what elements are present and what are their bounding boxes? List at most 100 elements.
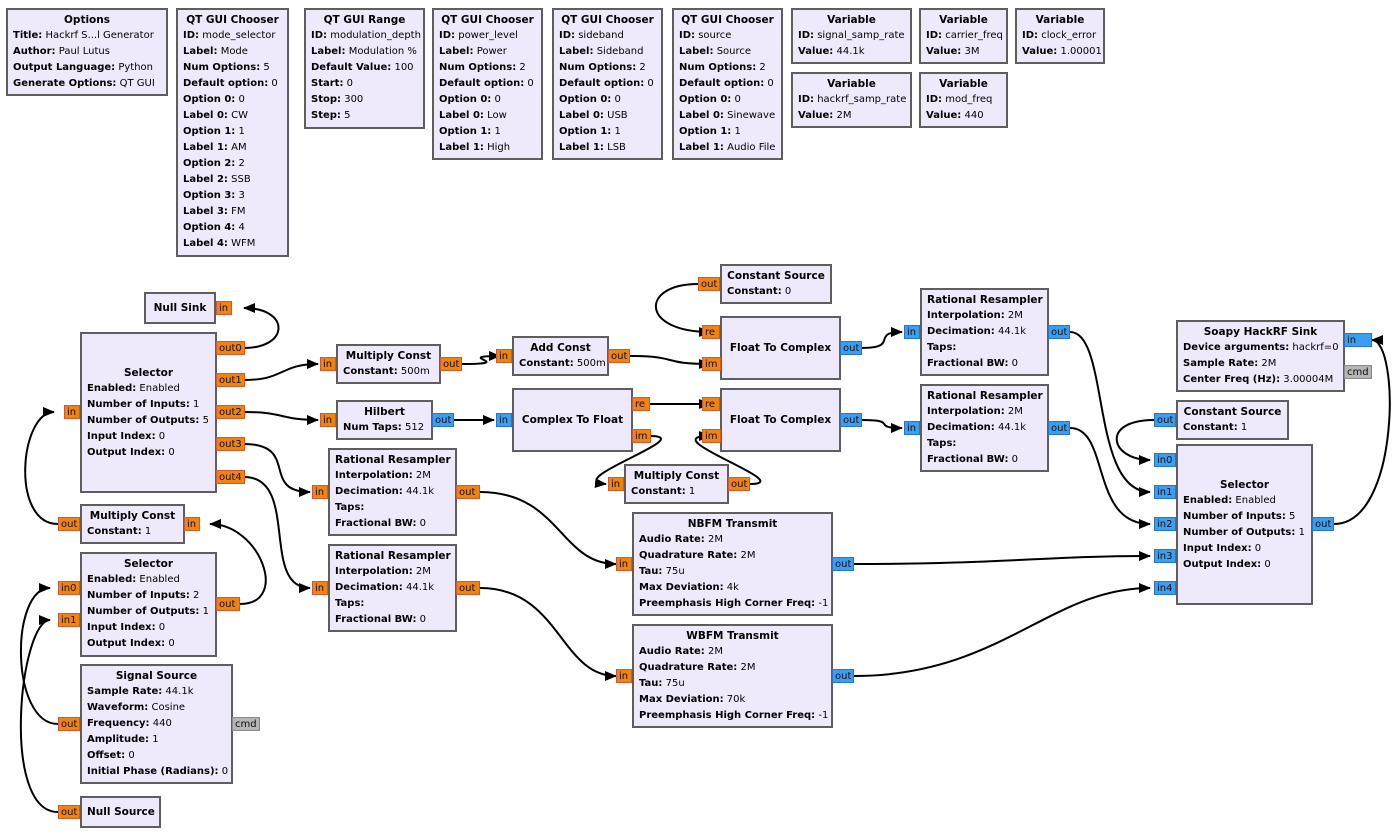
- port-in[interactable]: in: [496, 413, 512, 427]
- port-in[interactable]: in: [64, 405, 80, 419]
- port-out[interactable]: out: [58, 517, 81, 531]
- port-cmd[interactable]: cmd: [1344, 365, 1372, 379]
- port-in[interactable]: in: [312, 485, 328, 499]
- port-cmd[interactable]: cmd: [232, 717, 260, 731]
- port-in[interactable]: in: [904, 325, 920, 339]
- wire-f2c-am-out-to-rr-am: [861, 327, 903, 349]
- port-out[interactable]: out: [440, 357, 463, 371]
- port-out[interactable]: out: [456, 581, 480, 595]
- port-in[interactable]: in: [312, 581, 328, 595]
- param-label: Taps:: [335, 598, 365, 609]
- block-param: Default Value: 100: [311, 60, 418, 76]
- port-re[interactable]: re: [632, 397, 650, 411]
- param-value: 3.00004M: [1283, 374, 1334, 385]
- port-in[interactable]: in: [616, 557, 632, 571]
- port-in0[interactable]: in0: [1154, 453, 1176, 467]
- port-out[interactable]: out: [608, 349, 631, 363]
- port-im[interactable]: im: [702, 429, 721, 443]
- port-in[interactable]: in: [184, 517, 200, 531]
- port-out[interactable]: out: [1048, 325, 1071, 339]
- port-out[interactable]: out: [1048, 421, 1071, 435]
- port-in0[interactable]: in0: [58, 581, 80, 595]
- port-im[interactable]: im: [632, 429, 651, 443]
- param-value: 2M: [1007, 310, 1023, 321]
- port-in2[interactable]: in2: [1154, 517, 1176, 531]
- port-in[interactable]: in: [616, 669, 632, 683]
- block-float-to-complex-ssb[interactable]: Float To Complex: [720, 388, 841, 452]
- param-label: Quadrature Rate:: [639, 550, 738, 561]
- port-in[interactable]: in: [320, 357, 336, 371]
- port-in[interactable]: in: [320, 413, 336, 427]
- port-out[interactable]: out: [432, 413, 455, 427]
- port-out[interactable]: out: [1154, 413, 1177, 427]
- port-in[interactable]: in: [496, 349, 512, 363]
- port-out[interactable]: out: [58, 717, 81, 731]
- block-null-sink[interactable]: Null Sink: [144, 292, 216, 324]
- port-out[interactable]: out: [840, 341, 863, 355]
- port-out3[interactable]: out3: [216, 437, 245, 451]
- port-in3[interactable]: in3: [1154, 549, 1176, 563]
- port-out[interactable]: out: [832, 669, 855, 683]
- port-out4[interactable]: out4: [216, 470, 245, 484]
- port-re[interactable]: re: [702, 325, 720, 339]
- port-out[interactable]: out: [216, 597, 240, 611]
- port-in[interactable]: in: [904, 421, 920, 435]
- port-out[interactable]: out: [840, 413, 863, 427]
- port-in[interactable]: in: [216, 301, 232, 315]
- port-out[interactable]: out: [698, 277, 721, 291]
- param-label: Center Freq (Hz):: [1183, 374, 1281, 385]
- param-value: Sinewave: [727, 110, 776, 121]
- block-param: Initial Phase (Radians): 0: [87, 764, 228, 780]
- port-im[interactable]: im: [702, 357, 721, 371]
- port-in[interactable]: in: [608, 477, 624, 491]
- param-value: 2M: [740, 550, 756, 561]
- port-out[interactable]: out: [832, 557, 855, 571]
- port-in1[interactable]: in1: [58, 613, 80, 627]
- block-float-to-complex-am[interactable]: Float To Complex: [720, 316, 841, 380]
- port-out2[interactable]: out2: [216, 405, 245, 419]
- port-out[interactable]: out: [1312, 517, 1335, 531]
- port-in1[interactable]: in1: [1154, 485, 1176, 499]
- port-out0[interactable]: out0: [216, 341, 245, 355]
- block-complex-to-float[interactable]: Complex To Float: [512, 388, 633, 452]
- port-out1[interactable]: out1: [216, 373, 245, 387]
- block-param: Taps:: [927, 436, 1042, 452]
- port-out[interactable]: out: [456, 485, 480, 499]
- port-out[interactable]: out: [58, 805, 81, 819]
- block-param: Preemphasis High Corner Freq: -1: [639, 708, 828, 724]
- port-out[interactable]: out: [728, 477, 751, 491]
- port-re[interactable]: re: [702, 397, 720, 411]
- port-in4[interactable]: in4: [1154, 581, 1176, 595]
- block-null-source[interactable]: Null Source: [80, 796, 161, 828]
- port-in[interactable]: in: [1344, 333, 1372, 347]
